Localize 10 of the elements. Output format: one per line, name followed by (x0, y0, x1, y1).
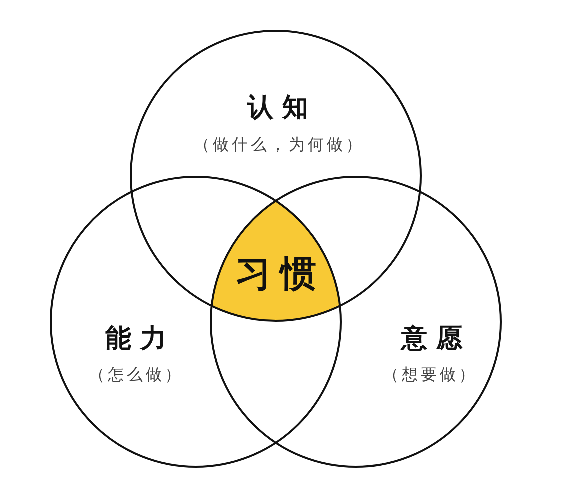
circle-subtitle: （想要做） (383, 367, 478, 383)
intersection-label: 习惯 (235, 256, 326, 293)
circle-title: 能力 (106, 326, 176, 352)
circle-subtitle: （做什么，为何做） (194, 137, 365, 153)
circle-subtitle: （怎么做） (89, 367, 184, 383)
venn-circle (210, 176, 502, 468)
circle-title: 认知 (248, 95, 318, 121)
intersection-region (212, 201, 340, 321)
venn-circle (50, 176, 342, 468)
circle-title: 意愿 (402, 326, 472, 352)
